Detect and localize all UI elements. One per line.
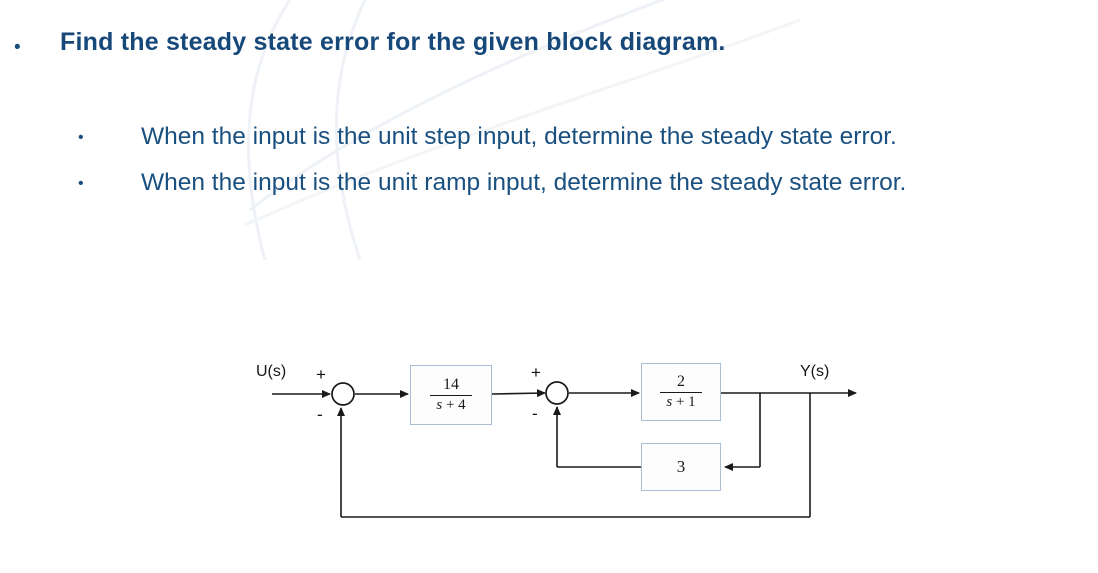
summing-junction-2 (545, 381, 569, 405)
numerator: 14 (443, 375, 459, 393)
gain-value: 3 (676, 457, 686, 476)
input-signal-label: U(s) (256, 363, 287, 380)
denominator-constant: 4 (458, 396, 466, 413)
denominator: s + 4 (430, 396, 471, 414)
denominator-constant: 1 (688, 393, 696, 410)
sub-bullet-text: When the input is the unit ramp input, d… (141, 168, 907, 196)
numerator: 2 (677, 372, 685, 390)
sub-bullet-icon: • (78, 174, 84, 192)
output-signal-label: Y(s) (800, 363, 830, 380)
sub-bullet-list: • When the input is the unit step input,… (78, 118, 1078, 210)
fraction-14-s4: 14 s + 4 (430, 375, 472, 414)
fraction-2-s1: 2 s + 1 (660, 372, 702, 411)
wire-block14-to-sum2 (491, 389, 546, 398)
denominator-variable: s (666, 393, 673, 410)
sub-bullet-icon: • (78, 129, 84, 146)
transfer-function-block-2-over-s-plus-1: 2 s + 1 (641, 363, 721, 421)
denominator-operator: + (442, 396, 459, 413)
list-item: • When the input is the unit step input,… (78, 118, 1078, 156)
sub-bullet-text: When the input is the unit step input, d… (141, 123, 897, 150)
title-bullet-icon: • (14, 37, 21, 58)
sum2-minus-sign: - (532, 404, 538, 423)
denominator-operator: + (672, 393, 689, 410)
transfer-function-block-14-over-s-plus-4: 14 s + 4 (410, 365, 492, 425)
sum1-minus-sign: - (317, 405, 323, 424)
sum1-plus-sign: + (316, 365, 326, 384)
denominator-variable: s (436, 396, 443, 413)
sum2-plus-sign: + (531, 363, 541, 382)
page-title: Find the steady state error for the give… (60, 28, 726, 56)
list-item: • When the input is the unit ramp input,… (78, 164, 1078, 202)
denominator: s + 1 (660, 393, 701, 411)
title-row: • Find the steady state error for the gi… (14, 28, 726, 57)
fraction-bar (430, 394, 472, 396)
feedback-gain-block-3: 3 (641, 443, 721, 491)
summing-junction-1 (331, 382, 355, 406)
fraction-bar (660, 391, 702, 393)
